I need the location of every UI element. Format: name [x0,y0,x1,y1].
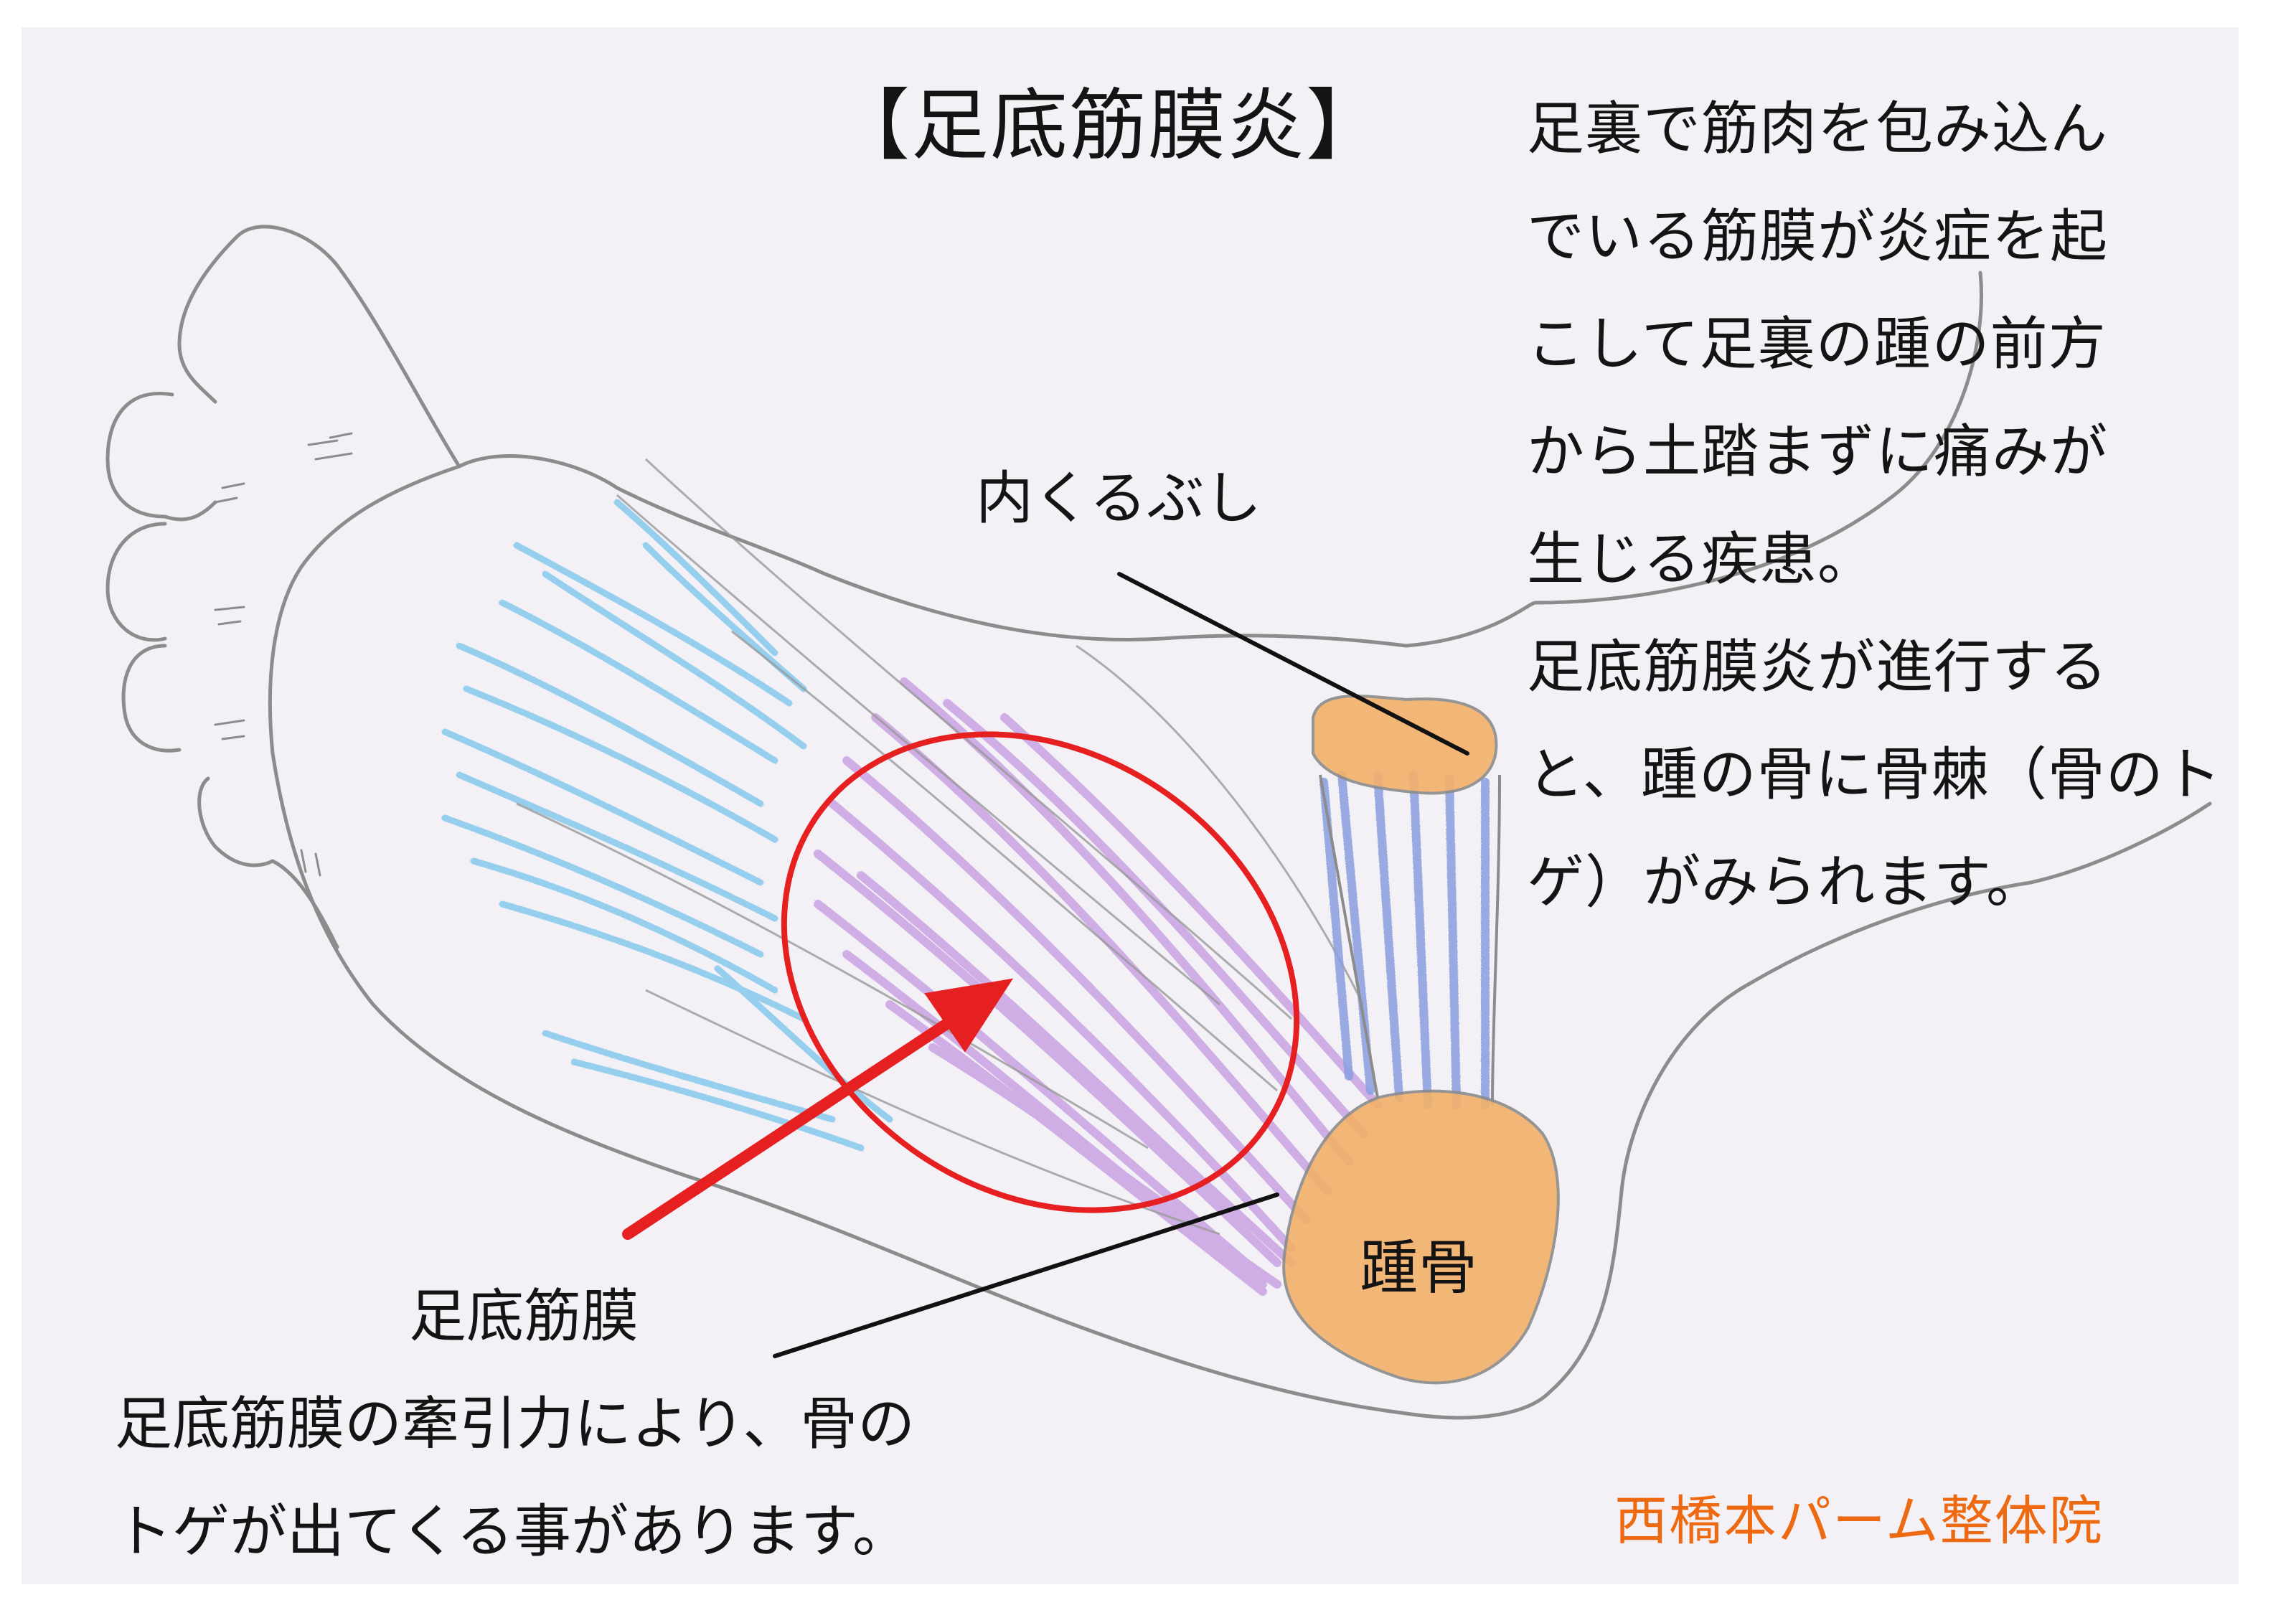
description-line: 生じる疾患。 [1527,526,1876,593]
paper-background [22,27,2239,1584]
note-line: トゲが出てくる事があります。 [115,1498,910,1565]
description-line: ゲ）がみられます。 [1527,849,2044,916]
bone-spur-note: 足底筋膜の牽引力により、骨の トゲが出てくる事があります。 [115,1370,915,1586]
highlight-ellipse [781,731,1300,1213]
description-line: こして足裏の踵の前方 [1527,311,2107,377]
description-text: 足裏で筋肉を包み込ん でいる筋膜が炎症を起 こして足裏の踵の前方 から土踏まずに… [1527,75,2222,936]
red-arrow [622,978,1014,1240]
spur-pointer-line [773,1192,1279,1358]
fiber-outlines [516,458,1365,1236]
description-line: でいる筋膜が炎症を起 [1527,203,2108,270]
ligament-outline [1319,774,1501,1106]
diagram-title: 【足底筋膜炎】 [832,81,1385,171]
plantar-fascia-label: 足底筋膜 [409,1283,639,1350]
calcaneus-label: 踵骨 [1360,1234,1478,1302]
malleolus-pointer-line [1117,572,1469,756]
clinic-name: 西橋本パーム整体院 [1614,1490,2104,1552]
note-line: 足底筋膜の牽引力により、骨の [115,1391,916,1457]
medial-malleolus-bone [1312,695,1498,795]
ligament-shape [1319,771,1490,1109]
calcaneus-bone [1282,1089,1560,1385]
description-line: 足裏で筋肉を包み込ん [1527,95,2108,162]
medial-malleolus-label: 内くるぶし [976,465,1262,532]
foot-outline [105,225,2212,1420]
description-line: から土踏まずに痛みが [1527,418,2108,485]
description-line: と、踵の骨に骨棘（骨のト [1527,741,2222,808]
description-line: 足底筋膜炎が進行する [1527,634,2108,700]
